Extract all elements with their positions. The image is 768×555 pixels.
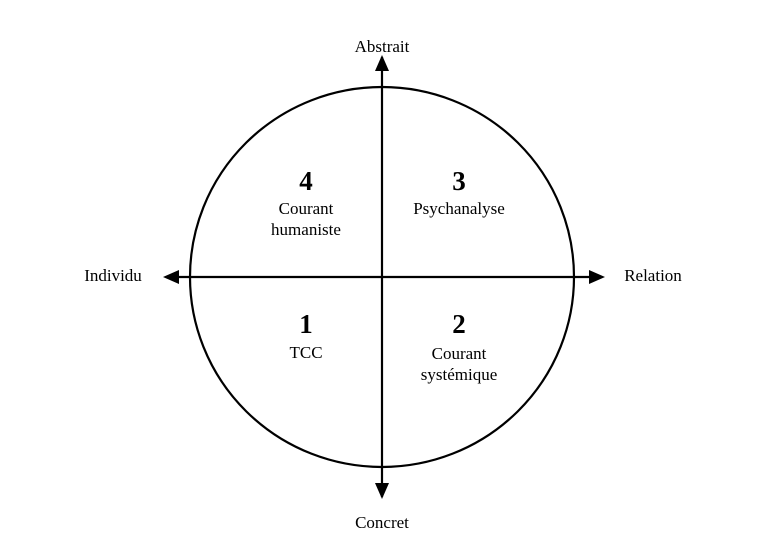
quadrant-1-label-line1: TCC [289,343,322,362]
arrow-left-icon [163,270,179,284]
quadrant-2-label-line1: Courant [432,344,487,363]
quadrant-4-label-line1: Courant [279,199,334,218]
quadrant-1-number: 1 [299,309,313,339]
axis-label-right: Relation [624,266,682,285]
quadrant-2-number: 2 [452,309,466,339]
axis-label-bottom: Concret [355,513,409,532]
arrow-down-icon [375,483,389,499]
quadrant-4-number: 4 [299,166,313,196]
axis-label-top: Abstrait [355,37,410,56]
arrow-up-icon [375,55,389,71]
quadrant-4-label-line2: humaniste [271,220,341,239]
arrow-right-icon [589,270,605,284]
quadrant-2-label-line2: systémique [421,365,498,384]
quadrant-3-number: 3 [452,166,466,196]
quadrant-3-label-line1: Psychanalyse [413,199,505,218]
axis-label-left: Individu [84,266,142,285]
